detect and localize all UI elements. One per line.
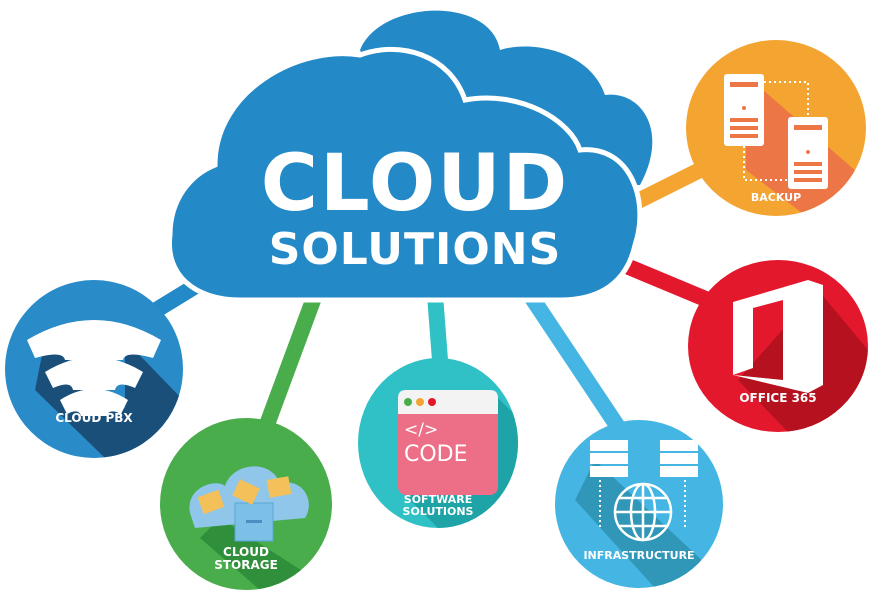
- connector-cloud-storage: [257, 292, 323, 433]
- node-cloud-pbx[interactable]: CLOUD PBX: [5, 280, 183, 458]
- code-text: CODE: [404, 442, 468, 467]
- label-cloud-pbx: CLOUD PBX: [55, 411, 133, 425]
- node-cloud-storage[interactable]: CLOUD STORAGE: [160, 418, 332, 590]
- backup-servers-icon: [724, 74, 866, 216]
- hub-cloud-shape: [166, 46, 643, 303]
- node-software-solutions[interactable]: </> CODE SOFTWARE SOLUTIONS: [358, 358, 518, 528]
- connector-infrastructure: [523, 290, 627, 435]
- code-window-icon: [398, 390, 518, 528]
- phone-handsets-icon: [27, 320, 183, 458]
- servers-globe-icon: [575, 440, 723, 588]
- code-tag-text: </>: [404, 420, 439, 440]
- node-infrastructure[interactable]: INFRASTRUCTURE: [555, 420, 723, 588]
- label-software-solutions: SOFTWARE SOLUTIONS: [402, 493, 474, 518]
- office-logo-icon: [733, 280, 868, 432]
- label-infrastructure: INFRASTRUCTURE: [583, 549, 695, 562]
- node-office-365[interactable]: OFFICE 365: [688, 260, 868, 432]
- connector-software: [427, 294, 448, 361]
- label-cloud-storage: CLOUD STORAGE: [214, 545, 278, 572]
- title-line-cloud: CLOUD: [260, 139, 570, 229]
- label-office-365: OFFICE 365: [739, 391, 817, 405]
- cloud-storage-drawer-icon: [189, 466, 332, 590]
- title-line-solutions: SOLUTIONS: [268, 224, 562, 275]
- node-backup[interactable]: BACKUP: [686, 40, 866, 216]
- label-backup: BACKUP: [750, 191, 802, 204]
